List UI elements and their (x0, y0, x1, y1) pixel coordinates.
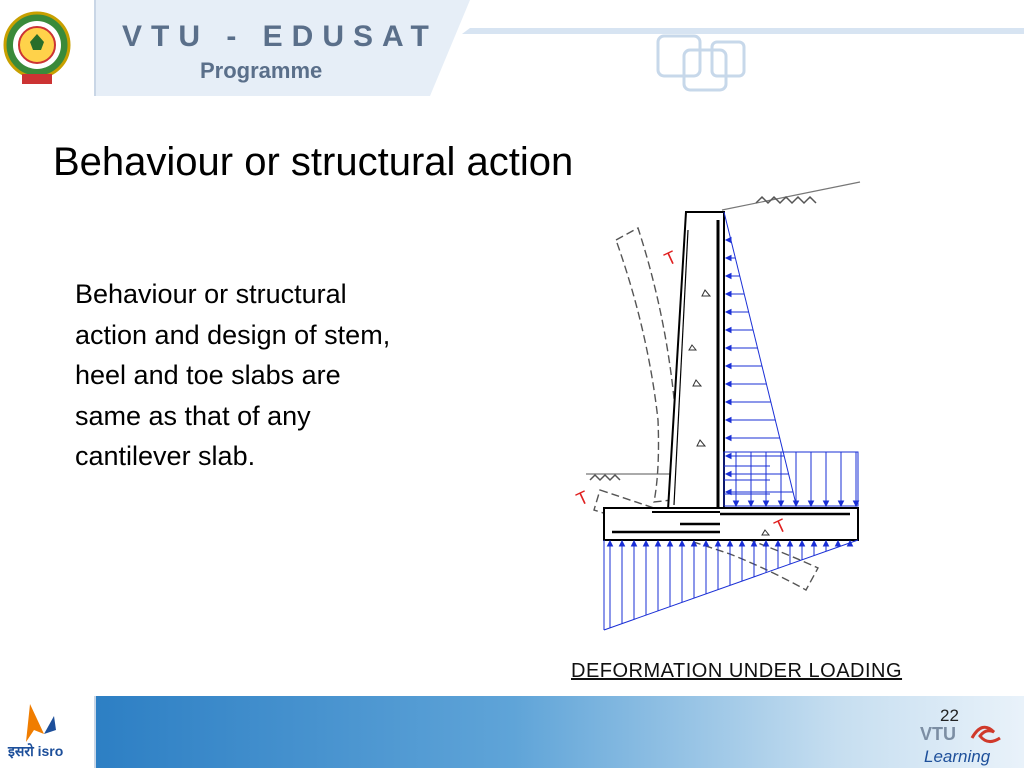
reaction-arrowhead (690, 539, 698, 547)
pressure-arrowhead (724, 452, 732, 460)
backfill-ground-line (721, 181, 861, 211)
slide-body-text: Behaviour or structural action and desig… (75, 279, 391, 471)
reaction-arrowhead (702, 539, 710, 547)
pressure-arrowhead (724, 326, 732, 334)
toe-ground-line (586, 473, 680, 482)
reaction-arrowhead (630, 539, 638, 547)
reaction-arrowhead (606, 539, 614, 547)
footer-band (96, 696, 1024, 768)
header-subtitle: Programme (200, 58, 323, 83)
pressure-arrowhead (724, 362, 732, 370)
retaining-wall-deformation-diagram: T T T (573, 181, 861, 631)
heel-load-grid (723, 451, 860, 508)
reaction-arrowhead (822, 539, 830, 547)
reaction-arrowhead (798, 539, 806, 547)
isro-logo-icon: इसरो isro (7, 704, 63, 759)
reaction-arrowhead (618, 539, 626, 547)
pressure-arrowhead (724, 416, 732, 424)
header-banner: VTU - EDUSAT Programme (0, 0, 1024, 96)
reaction-arrowhead (834, 539, 842, 547)
reaction-arrowhead (678, 539, 686, 547)
reaction-arrowhead (726, 539, 734, 547)
tension-label-toe: T (573, 487, 591, 510)
tension-label-stem: T (661, 247, 679, 270)
wall-stem (666, 211, 725, 512)
reaction-arrowhead (642, 539, 650, 547)
vtu-logo (0, 0, 96, 96)
header-title: VTU - EDUSAT (122, 20, 438, 53)
base-slab (603, 507, 859, 541)
page-number: 22 (940, 706, 959, 725)
slide-title: Behaviour or structural action (53, 140, 574, 184)
reaction-arrowhead (810, 539, 818, 547)
pressure-arrowhead (724, 254, 732, 262)
pressure-arrowhead (724, 344, 732, 352)
load-arrowhead (732, 500, 740, 508)
load-arrowhead (807, 500, 815, 508)
load-arrowhead (792, 500, 800, 508)
isro-logo: इसरो isro (0, 696, 96, 768)
reaction-arrowhead (654, 539, 662, 547)
reaction-arrowhead (786, 539, 794, 547)
load-arrowhead (762, 500, 770, 508)
load-arrowhead (777, 500, 785, 508)
reaction-arrowhead (666, 539, 674, 547)
reaction-arrowhead (738, 539, 746, 547)
header-band-graphic (96, 0, 1024, 96)
isro-text: इसरो isro (7, 743, 63, 759)
load-arrowhead (852, 500, 860, 508)
reaction-arrowhead (846, 539, 854, 547)
pressure-arrowhead (724, 488, 732, 496)
reaction-arrowhead (774, 539, 782, 547)
pressure-arrowhead (724, 470, 732, 478)
vtu-learning-logo: VTU Learning (920, 724, 1001, 766)
diagram-caption: DEFORMATION UNDER LOADING (571, 660, 903, 682)
vtu-emblem-icon (3, 11, 71, 84)
learning-text: Learning (924, 747, 991, 766)
pressure-arrowhead (724, 308, 732, 316)
reaction-arrowhead (750, 539, 758, 547)
pressure-arrowhead (724, 236, 732, 244)
reaction-arrowhead (714, 539, 722, 547)
load-arrowhead (837, 500, 845, 508)
load-arrowhead (747, 500, 755, 508)
pressure-arrowhead (724, 398, 732, 406)
pressure-arrowhead (724, 290, 732, 298)
pressure-arrowhead (724, 434, 732, 442)
reaction-arrowhead (762, 539, 770, 547)
pressure-arrowhead (724, 272, 732, 280)
load-arrowhead (822, 500, 830, 508)
earth-pressure-diagram (723, 211, 797, 505)
soil-reaction-diagram (603, 539, 859, 631)
pressure-arrowhead (724, 380, 732, 388)
footer-banner: इसरो isro (0, 696, 1024, 768)
vtu-learning-text: VTU (920, 724, 956, 744)
